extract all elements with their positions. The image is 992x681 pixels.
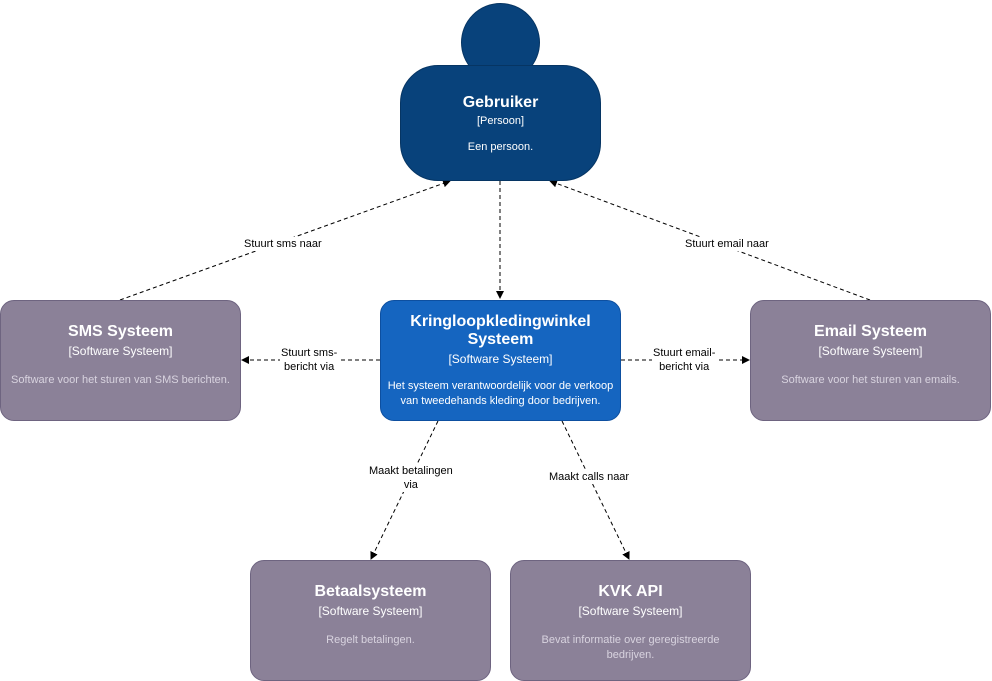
main-system-box[interactable]: Kringloopkledingwinkel Systeem [Software… — [380, 300, 621, 421]
sms-system-title: SMS Systeem — [68, 323, 173, 340]
edge-label-main-to-payment: Maakt betalingen via — [368, 464, 454, 492]
edge-label-main-to-email-line2: bericht via — [659, 361, 710, 373]
person-title: Gebruiker — [462, 94, 539, 111]
email-system-description: Software voor het sturen van emails. — [781, 374, 960, 386]
edge-main-to-kvk[interactable] — [561, 420, 630, 560]
main-system-title-line2: Systeem — [467, 331, 534, 348]
payment-system-description: Regelt betalingen. — [326, 634, 415, 646]
email-system-box[interactable]: Email Systeem [Software Systeem] Softwar… — [750, 300, 991, 421]
main-system-type: [Software Systeem] — [448, 352, 553, 366]
edge-label-main-to-kvk: Maakt calls naar — [548, 470, 631, 484]
edge-label-main-to-payment-line1: Maakt betalingen — [369, 465, 453, 477]
edge-label-main-to-sms: Stuurt sms- bericht via — [280, 346, 339, 374]
main-system-description-line1: Het systeem verantwoordelijk voor de ver… — [387, 380, 614, 392]
person-type: [Persoon] — [476, 115, 525, 127]
email-system-title: Email Systeem — [814, 323, 927, 340]
main-system-title-line1: Kringloopkledingwinkel — [410, 313, 591, 330]
payment-system-box[interactable]: Betaalsysteem [Software Systeem] Regelt … — [250, 560, 491, 681]
kvk-api-type: [Software Systeem] — [578, 604, 683, 618]
email-system-type: [Software Systeem] — [818, 344, 923, 358]
payment-system-title: Betaalsysteem — [314, 583, 427, 600]
edge-label-sms-to-person: Stuurt sms naar — [243, 237, 323, 251]
edge-label-main-to-email: Stuurt email- bericht via — [652, 346, 717, 374]
edge-label-main-to-payment-line2: via — [403, 479, 418, 491]
payment-system-type: [Software Systeem] — [318, 604, 423, 618]
edge-label-main-to-sms-line1: Stuurt sms- — [281, 347, 338, 359]
person-description: Een persoon. — [467, 141, 534, 153]
edge-label-main-to-sms-line2: bericht via — [284, 361, 335, 373]
edge-main-to-payment[interactable] — [370, 420, 439, 560]
kvk-api-title: KVK API — [598, 583, 663, 600]
kvk-api-box[interactable]: KVK API [Software Systeem] Bevat informa… — [510, 560, 751, 681]
sms-system-type: [Software Systeem] — [68, 344, 173, 358]
sms-system-description: Software voor het sturen van SMS bericht… — [11, 374, 230, 386]
edge-label-email-to-person: Stuurt email naar — [684, 237, 770, 251]
edge-label-main-to-email-line1: Stuurt email- — [653, 347, 716, 359]
person-gebruiker[interactable]: Gebruiker [Persoon] Een persoon. — [400, 65, 601, 181]
sms-system-box[interactable]: SMS Systeem [Software Systeem] Software … — [0, 300, 241, 421]
kvk-api-description: Bevat informatie over geregistreerde bed… — [541, 634, 720, 661]
main-system-description: Het systeem verantwoordelijk voor de ver… — [381, 379, 620, 409]
main-system-description-line2: van tweedehands kleding door bedrijven. — [400, 395, 601, 407]
